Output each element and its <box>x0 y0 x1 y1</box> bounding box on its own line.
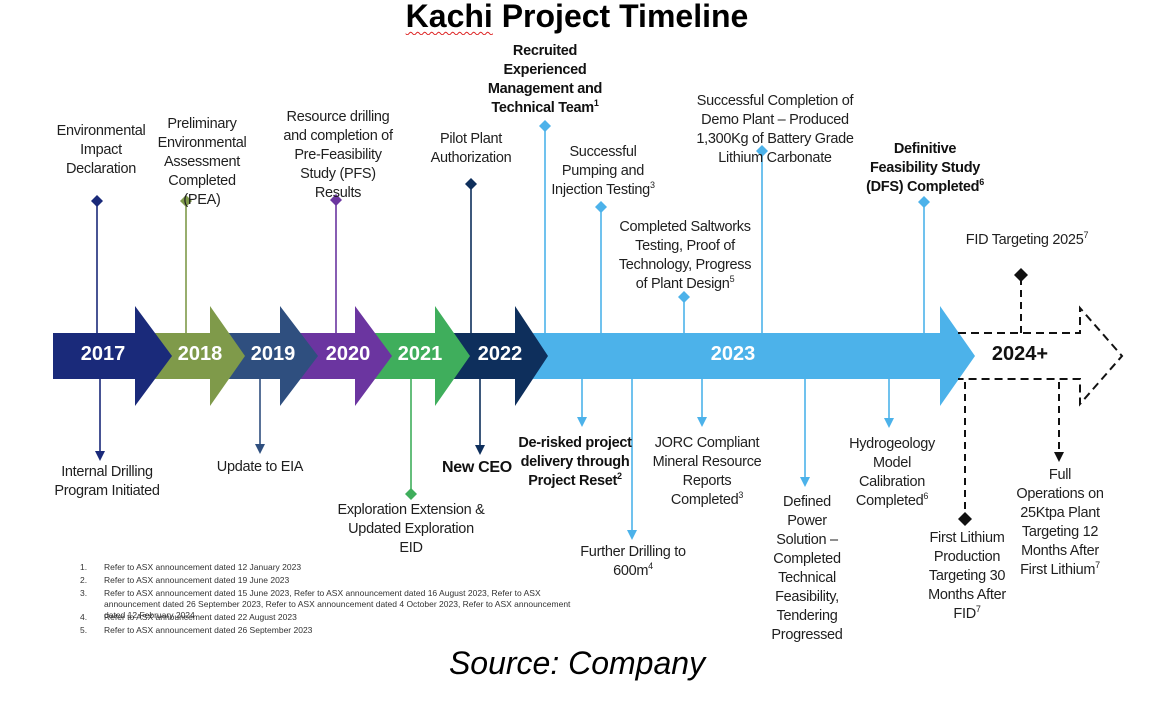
footnote-text: Refer to ASX announcement dated 26 Septe… <box>104 625 313 635</box>
event-fid: FID Targeting 20257 <box>962 231 1092 250</box>
year-2019: 2019 <box>250 343 296 365</box>
event-new-ceo: New CEO <box>442 459 512 476</box>
year-2021: 2021 <box>397 343 443 365</box>
event-recruited-team: Recruited Experienced Management and Tec… <box>486 42 604 118</box>
event-full-operations-sup: 7 <box>1095 560 1100 571</box>
year-2024-plus: 2024+ <box>991 343 1049 365</box>
event-first-lithium-sup: 7 <box>975 604 981 615</box>
event-jorc-sup: 3 <box>738 490 744 501</box>
event-dfs-text: Definitive Feasibility Study (DFS) Compl… <box>866 141 981 195</box>
footnote-text: Refer to ASX announcement dated 22 Augus… <box>104 612 297 622</box>
event-pumping-testing-sup: 3 <box>649 180 655 191</box>
title-rest: Project Timeline <box>492 0 749 34</box>
event-first-lithium: First Lithium Production Targeting 30 Mo… <box>926 529 1008 624</box>
year-2017: 2017 <box>80 343 126 365</box>
markers-below <box>95 417 1064 540</box>
arrow-2019 <box>225 306 318 406</box>
event-full-operations-text: Full Operations on 25Ktpa Plant Targetin… <box>1016 467 1104 578</box>
title-word-kachi: Kachi <box>405 0 493 34</box>
event-dfs-sup: 6 <box>979 177 984 188</box>
event-hydrogeology-sup: 6 <box>923 491 929 502</box>
year-2023: 2023 <box>710 343 756 365</box>
event-internal-drilling: Internal Drilling Program Initiated <box>54 464 160 499</box>
event-further-drilling-sup: 4 <box>648 561 653 572</box>
arrow-2018 <box>150 306 245 406</box>
event-hydrogeology-text: Hydrogeology Model Calibration Completed <box>849 436 935 509</box>
event-recruited-team-sup: 1 <box>593 98 599 109</box>
year-2018: 2018 <box>177 343 223 365</box>
event-fid-sup: 7 <box>1083 230 1089 241</box>
event-hydrogeology: Hydrogeology Model Calibration Completed… <box>840 435 944 511</box>
footnote-number: 4. <box>80 612 88 622</box>
footnote-3: 3. Refer to ASX announcement dated 15 Jun… <box>80 588 574 621</box>
event-saltworks: Completed Saltworks Testing, Proof of Te… <box>612 218 758 294</box>
event-derisked-sup: 2 <box>617 471 622 482</box>
footnote-1: 1. Refer to ASX announcement dated 12 Jan… <box>80 562 574 573</box>
event-derisked-text: De-risked project delivery through Proje… <box>518 435 632 489</box>
arrow-2021 <box>375 306 470 406</box>
event-further-drilling-text: Further Drilling to 600m <box>580 544 686 579</box>
event-derisked: De-risked project delivery through Proje… <box>516 434 634 491</box>
diamond-markers-above <box>91 120 1028 303</box>
arrow-2024-outline <box>958 305 1124 407</box>
footnote-number: 3. <box>80 588 88 598</box>
event-dfs: Definitive Feasibility Study (DFS) Compl… <box>866 140 984 197</box>
event-pfs: Resource drilling and completion of Pre-… <box>283 109 393 201</box>
footnote-2: 2. Refer to ASX announcement dated 19 Jun… <box>80 575 574 586</box>
event-jorc-text: JORC Compliant Mineral Resource Reports … <box>652 435 762 508</box>
event-update-eia: Update to EIA <box>216 459 304 475</box>
footnote-text: Refer to ASX announcement dated 19 June … <box>104 575 290 585</box>
footnote-number: 2. <box>80 575 88 585</box>
event-further-drilling: Further Drilling to 600m4 <box>578 543 688 581</box>
event-saltworks-text: Completed Saltworks Testing, Proof of Te… <box>618 219 752 292</box>
event-power-solution: Defined Power Solution – Completed Techn… <box>771 494 843 643</box>
event-saltworks-sup: 5 <box>729 274 735 285</box>
event-fid-text: FID Targeting 2025 <box>965 232 1084 248</box>
page-title: Kachi Project Timeline <box>0 0 1154 35</box>
year-2022: 2022 <box>477 343 523 365</box>
event-pilot-plant: Pilot Plant Authorization <box>430 131 512 166</box>
arrow-2017 <box>53 306 172 406</box>
footnote-number: 5. <box>80 625 88 635</box>
event-environmental-impact: Environmental Impact Declaration <box>56 123 146 177</box>
footnote-text: Refer to ASX announcement dated 12 Janua… <box>104 562 302 572</box>
event-pea: Preliminary Environmental Assessment Com… <box>157 116 247 208</box>
arrow-2023 <box>515 306 975 406</box>
event-pumping-testing: Successful Pumping and Injection Testing… <box>548 143 658 200</box>
event-jorc: JORC Compliant Mineral Resource Reports … <box>648 434 766 510</box>
year-2020: 2020 <box>325 343 371 365</box>
arrow-2020 <box>300 306 392 406</box>
footnote-4: 4. Refer to ASX announcement dated 22 Aug… <box>80 612 574 623</box>
arrow-2022 <box>450 306 548 406</box>
event-exploration-extension: Exploration Extension & Updated Explorat… <box>337 502 485 556</box>
source-caption: Source: Company <box>448 645 706 681</box>
event-recruited-team-text: Recruited Experienced Management and Tec… <box>487 43 603 116</box>
event-full-operations: Full Operations on 25Ktpa Plant Targetin… <box>1014 466 1106 580</box>
footnote-number: 1. <box>80 562 88 572</box>
footnote-5: 5. Refer to ASX announcement dated 26 Sep… <box>80 625 574 636</box>
event-pumping-testing-text: Successful Pumping and Injection Testing <box>551 144 650 198</box>
event-demo-plant: Successful Completion of Demo Plant – Pr… <box>696 93 854 166</box>
footnote-text: Refer to ASX announcement dated 15 June … <box>104 588 571 620</box>
event-first-lithium-text: First Lithium Production Targeting 30 Mo… <box>928 530 1006 622</box>
